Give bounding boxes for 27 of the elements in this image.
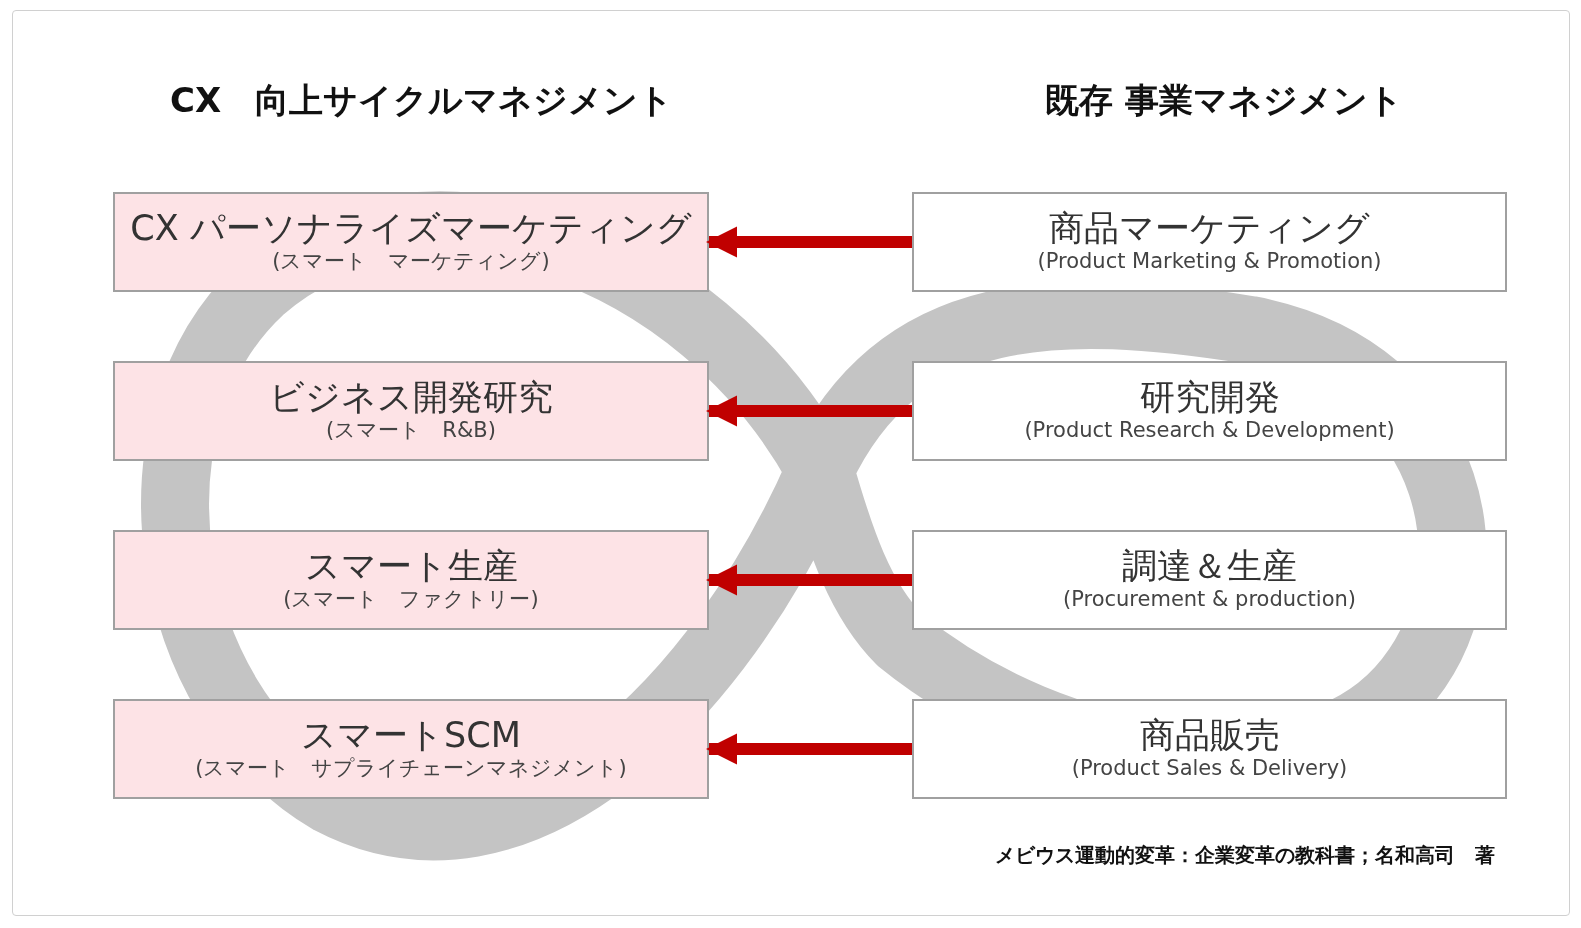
column-heading: 既存 事業マネジメント <box>1045 79 1403 122</box>
box-subtitle: (Product Marketing & Promotion) <box>1037 248 1382 276</box>
process-box <box>912 699 1507 799</box>
process-box <box>113 699 709 799</box>
box-subtitle: (Procurement & production) <box>1062 586 1357 614</box>
process-box <box>113 530 709 630</box>
box-title: ビジネス開発研究 <box>269 377 553 418</box>
process-box <box>113 192 709 292</box>
box-title: 商品販売 <box>1139 715 1280 756</box>
box-subtitle: (Product Sales & Delivery) <box>1071 755 1348 783</box>
box-subtitle: (スマート マーケティング) <box>272 248 550 276</box>
process-box <box>912 192 1507 292</box>
box-title: 調達＆生産 <box>1122 546 1297 587</box>
box-title: 商品マーケティング <box>1049 208 1370 249</box>
box-title: 研究開発 <box>1139 377 1280 418</box>
box-subtitle: (スマート ファクトリー) <box>283 586 539 614</box>
box-title: スマートSCM <box>301 715 521 756</box>
process-box <box>113 361 709 461</box>
box-title: スマート生産 <box>304 546 518 587</box>
box-subtitle: (スマート R&B) <box>326 417 496 445</box>
box-title: CX パーソナライズマーケティング <box>130 208 692 249</box>
process-box <box>912 530 1507 630</box>
process-box <box>912 361 1507 461</box>
box-subtitle: (スマート サプライチェーンマネジメント) <box>195 755 627 783</box>
column-heading: CX 向上サイクルマネジメント <box>170 79 674 122</box>
source-caption: メビウス運動的変革：企業変革の教科書；名和高司 著 <box>995 842 1495 869</box>
box-subtitle: (Product Research & Development) <box>1024 417 1395 445</box>
